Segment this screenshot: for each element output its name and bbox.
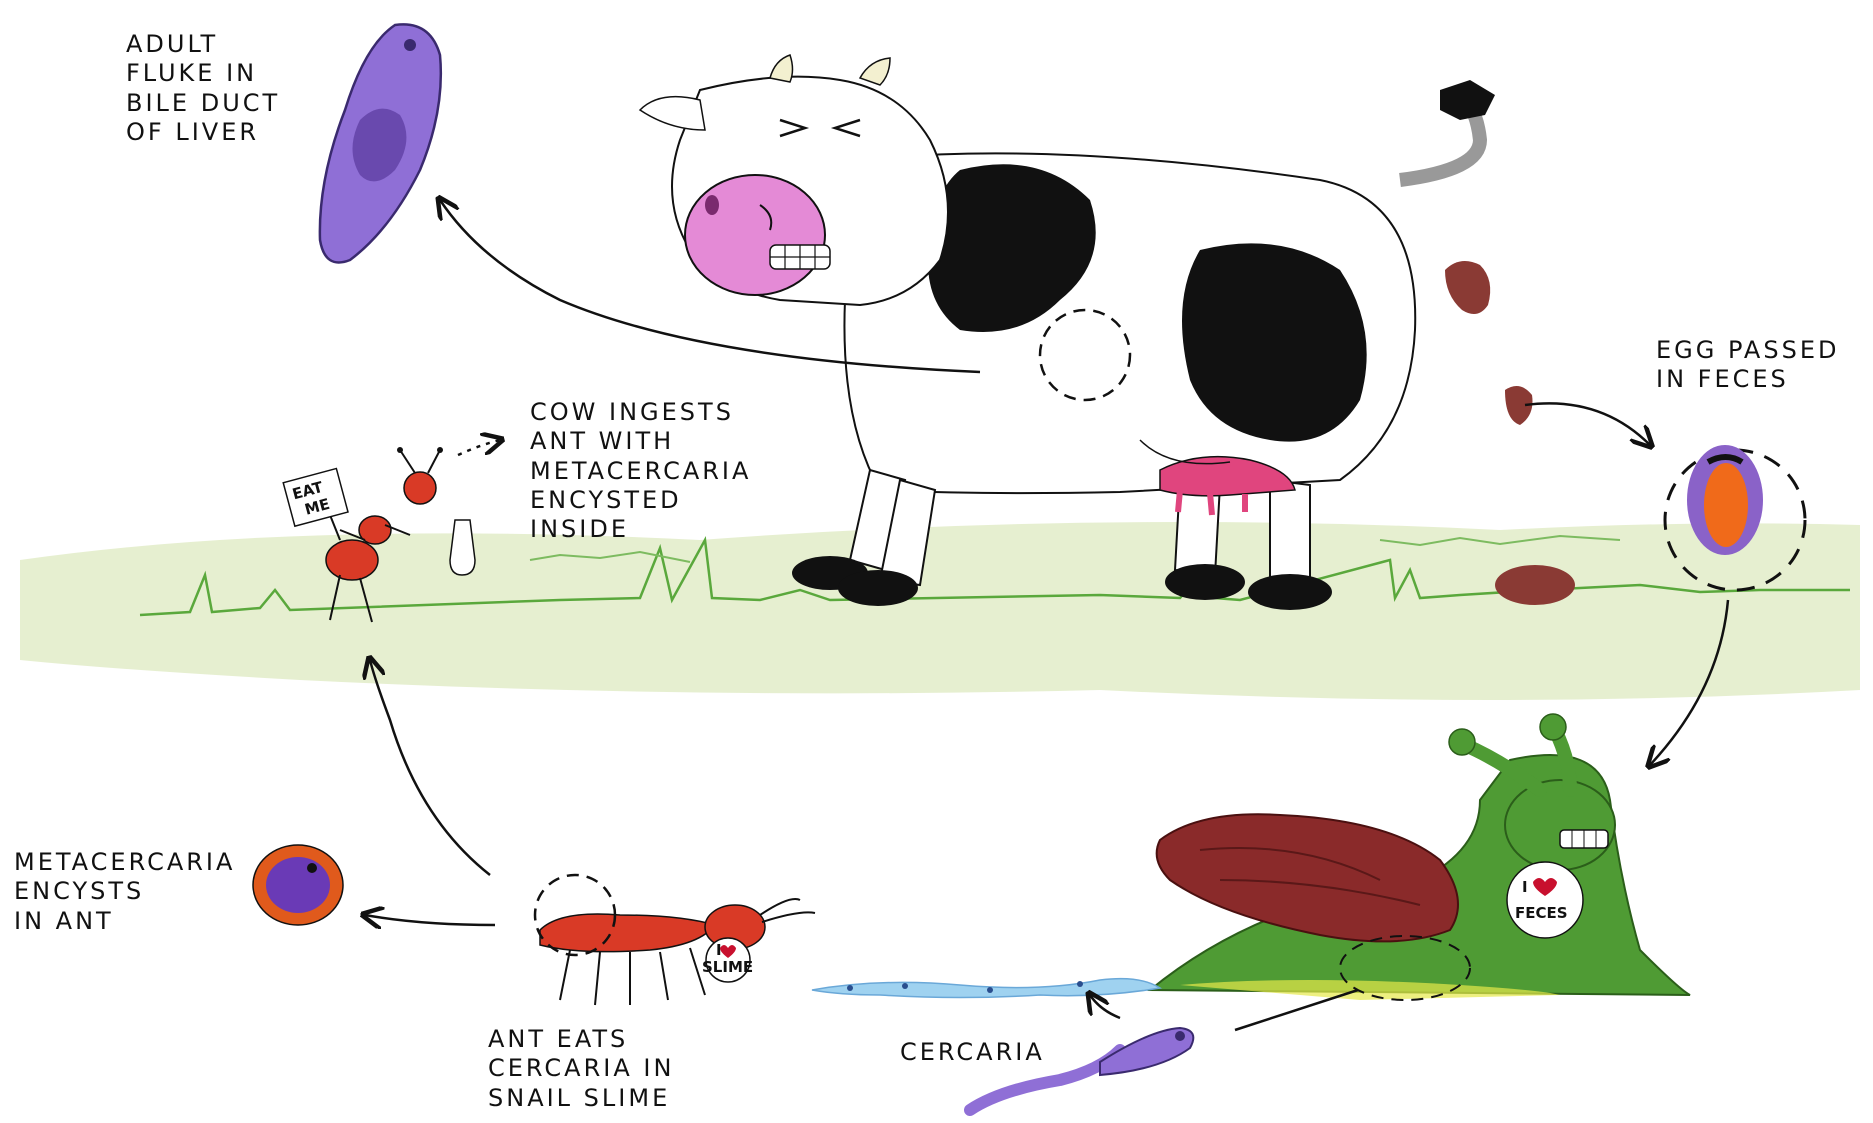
- arrow-ant-up: [370, 660, 490, 875]
- arrow-feces-to-egg: [1525, 403, 1650, 445]
- label-metacercaria: METACERCARIA ENCYSTS IN ANT: [14, 848, 235, 936]
- metacercaria-cyst: [253, 845, 343, 925]
- snail: I FECES: [1150, 714, 1690, 1000]
- label-egg-passed: EGG PASSED IN FECES: [1656, 336, 1839, 395]
- arrow-ant-to-cyst: [365, 915, 495, 925]
- label-ant-eats: ANT EATS CERCARIA IN SNAIL SLIME: [488, 1025, 674, 1113]
- ant-eating-cercaria: I SLIME: [535, 875, 815, 1005]
- snail-badge-line1: I: [1522, 878, 1528, 896]
- line-cercaria-snail: [1235, 990, 1358, 1030]
- adult-fluke: [320, 24, 441, 262]
- arrow-cercaria-to-slime: [1090, 995, 1120, 1018]
- snail-badge-line2: FECES: [1515, 904, 1568, 922]
- ground: [20, 522, 1860, 700]
- label-cercaria: CERCARIA: [900, 1038, 1045, 1067]
- slime-trail: [812, 979, 1160, 998]
- arrow-cow-ingests: [458, 440, 500, 455]
- label-cow-ingests: COW INGESTS ANT WITH METACERCARIA ENCYST…: [530, 398, 751, 544]
- snail-badge: [1507, 862, 1583, 938]
- ant-badge-line2: SLIME: [702, 958, 753, 976]
- label-adult-fluke: ADULT FLUKE IN BILE DUCT OF LIVER: [126, 30, 280, 147]
